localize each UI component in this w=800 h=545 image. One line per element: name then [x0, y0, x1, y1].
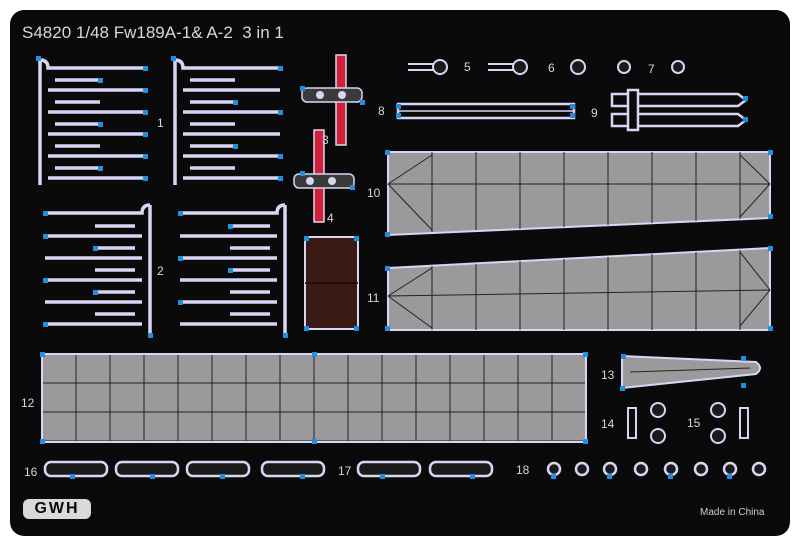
part-13-spar: [621, 354, 761, 390]
part-10-panel: [387, 151, 771, 237]
part-9-bars: [610, 88, 749, 132]
variant-note: 3 in 1: [242, 23, 284, 42]
parts-5-7: [408, 59, 685, 75]
part-number-8: 8: [378, 104, 385, 118]
part-number-1: 1: [157, 116, 164, 130]
part-number-14: 14: [601, 417, 615, 431]
part-1-rungs: [38, 58, 280, 185]
part-number-11: 11: [367, 291, 380, 305]
parts-16-17-links: [43, 460, 494, 478]
part-number-9: 9: [591, 106, 598, 120]
part-number-3: 3: [322, 133, 329, 147]
part-18-washers: [546, 461, 767, 477]
part-number-5: 5: [464, 60, 471, 74]
attachment-tabs: [40, 86, 773, 479]
part-number-18: 18: [516, 463, 530, 477]
product-code: S4820: [22, 23, 72, 42]
made-in-label: Made in China: [700, 507, 765, 518]
kit-title: Fw189A-1& A-2: [113, 23, 233, 42]
part-number-2: 2: [157, 264, 164, 278]
part-number-7: 7: [648, 62, 655, 76]
part-11-panel: [387, 246, 771, 331]
attachment-tabs-1-2: [36, 56, 288, 338]
part-4-strut: [293, 129, 355, 223]
fret-title: S4820 1/48 Fw189A-1& A-2 3 in 1: [22, 24, 284, 42]
brand-logo-text: GWH: [34, 500, 80, 517]
part-number-10: 10: [367, 186, 381, 200]
parts-14-15: [627, 402, 749, 444]
part-number-13: 13: [601, 368, 615, 382]
part-number-12: 12: [21, 396, 35, 410]
part-3-strut: [301, 54, 363, 146]
part-number-15: 15: [687, 416, 701, 430]
brand-logo-shape: [23, 499, 91, 519]
part-number-17: 17: [338, 464, 352, 478]
part-12-panel: [41, 353, 587, 443]
brand-logo: GWH: [22, 498, 92, 520]
part-number-4: 4: [327, 211, 334, 225]
part-2-rungs: [45, 203, 287, 335]
part-number-6: 6: [548, 61, 555, 75]
part-number-16: 16: [24, 465, 38, 479]
scale: 1/48: [75, 23, 109, 42]
